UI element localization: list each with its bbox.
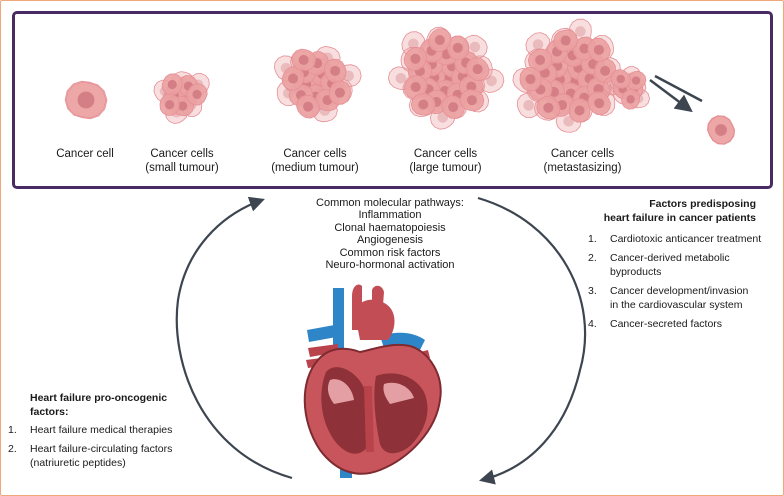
- stage-label-medium-tumour: Cancer cells (medium tumour): [271, 148, 359, 174]
- metastasis-arrow-icon: [649, 74, 703, 113]
- large-tumour-icon: [387, 26, 505, 130]
- heart-illustration-icon: [303, 284, 442, 478]
- list-number: 1.: [8, 424, 17, 436]
- metastasizing-tumour-icon: [512, 18, 650, 133]
- list-number: 1.: [588, 233, 597, 245]
- list-item: 2. Cancer-derived metabolic byproducts: [588, 251, 778, 280]
- list-number: 4.: [588, 317, 597, 330]
- single-cancer-cell-icon: [64, 80, 108, 120]
- pathway-item: Angiogenesis: [356, 234, 424, 247]
- list-text: Cancer-secreted factors: [610, 317, 723, 330]
- common-pathways-block: Common molecular pathways: Inflammation …: [270, 197, 510, 271]
- list-item: 4. Cancer-secreted factors: [588, 317, 778, 332]
- list-item: 1. Heart failure medical therapies: [8, 423, 208, 438]
- list-number: 2.: [588, 251, 597, 264]
- pro-oncogenic-factors-heading: Heart failure pro-oncogenic factors:: [30, 392, 168, 418]
- list-item: 1. Cardiotoxic anticancer treatment: [588, 232, 778, 247]
- stage-label-large-tumour: Cancer cells (large tumour): [409, 148, 482, 174]
- list-item: 2. Heart failure-circulating factors (nat…: [8, 442, 208, 471]
- pathway-item: Inflammation: [358, 209, 422, 222]
- list-text: Heart failure medical therapies: [30, 424, 173, 436]
- list-text: Cancer-derived metabolic byproducts: [610, 251, 730, 279]
- predisposing-factors-heading: Factors predisposing heart failure in ca…: [603, 198, 756, 224]
- list-number: 2.: [8, 442, 17, 455]
- stage-label-cancer-cell: Cancer cell: [56, 148, 114, 160]
- stage-label-metastasizing: Cancer cells (metastasizing): [543, 148, 622, 174]
- common-pathways-title: Common molecular pathways:: [316, 197, 464, 209]
- pathway-item: Neuro-hormonal activation: [325, 259, 455, 272]
- list-text: Cancer development/invasion in the cardi…: [610, 284, 749, 312]
- pro-oncogenic-factors-panel: Heart failure pro-oncogenic factors: 1. H…: [8, 392, 208, 475]
- list-text: Heart failure-circulating factors (natri…: [30, 442, 173, 470]
- list-item: 3. Cancer development/invasion in the car…: [588, 284, 778, 313]
- pathway-item: Common risk factors: [339, 246, 441, 259]
- stage-label-small-tumour: Cancer cells (small tumour): [145, 148, 219, 174]
- medium-tumour-icon: [273, 45, 362, 123]
- cycle-arrow-left-icon: [175, 196, 293, 480]
- pathway-item: Clonal haematopoiesis: [334, 221, 446, 234]
- predisposing-factors-panel: Factors predisposing heart failure in ca…: [588, 198, 778, 335]
- cancer-stages-panel: [12, 11, 773, 189]
- list-number: 3.: [588, 284, 597, 297]
- small-tumour-icon: [153, 71, 210, 124]
- cycle-arrow-right-icon: [477, 196, 587, 485]
- metastatic-cell-icon: [706, 115, 736, 145]
- list-text: Cardiotoxic anticancer treatment: [610, 233, 762, 245]
